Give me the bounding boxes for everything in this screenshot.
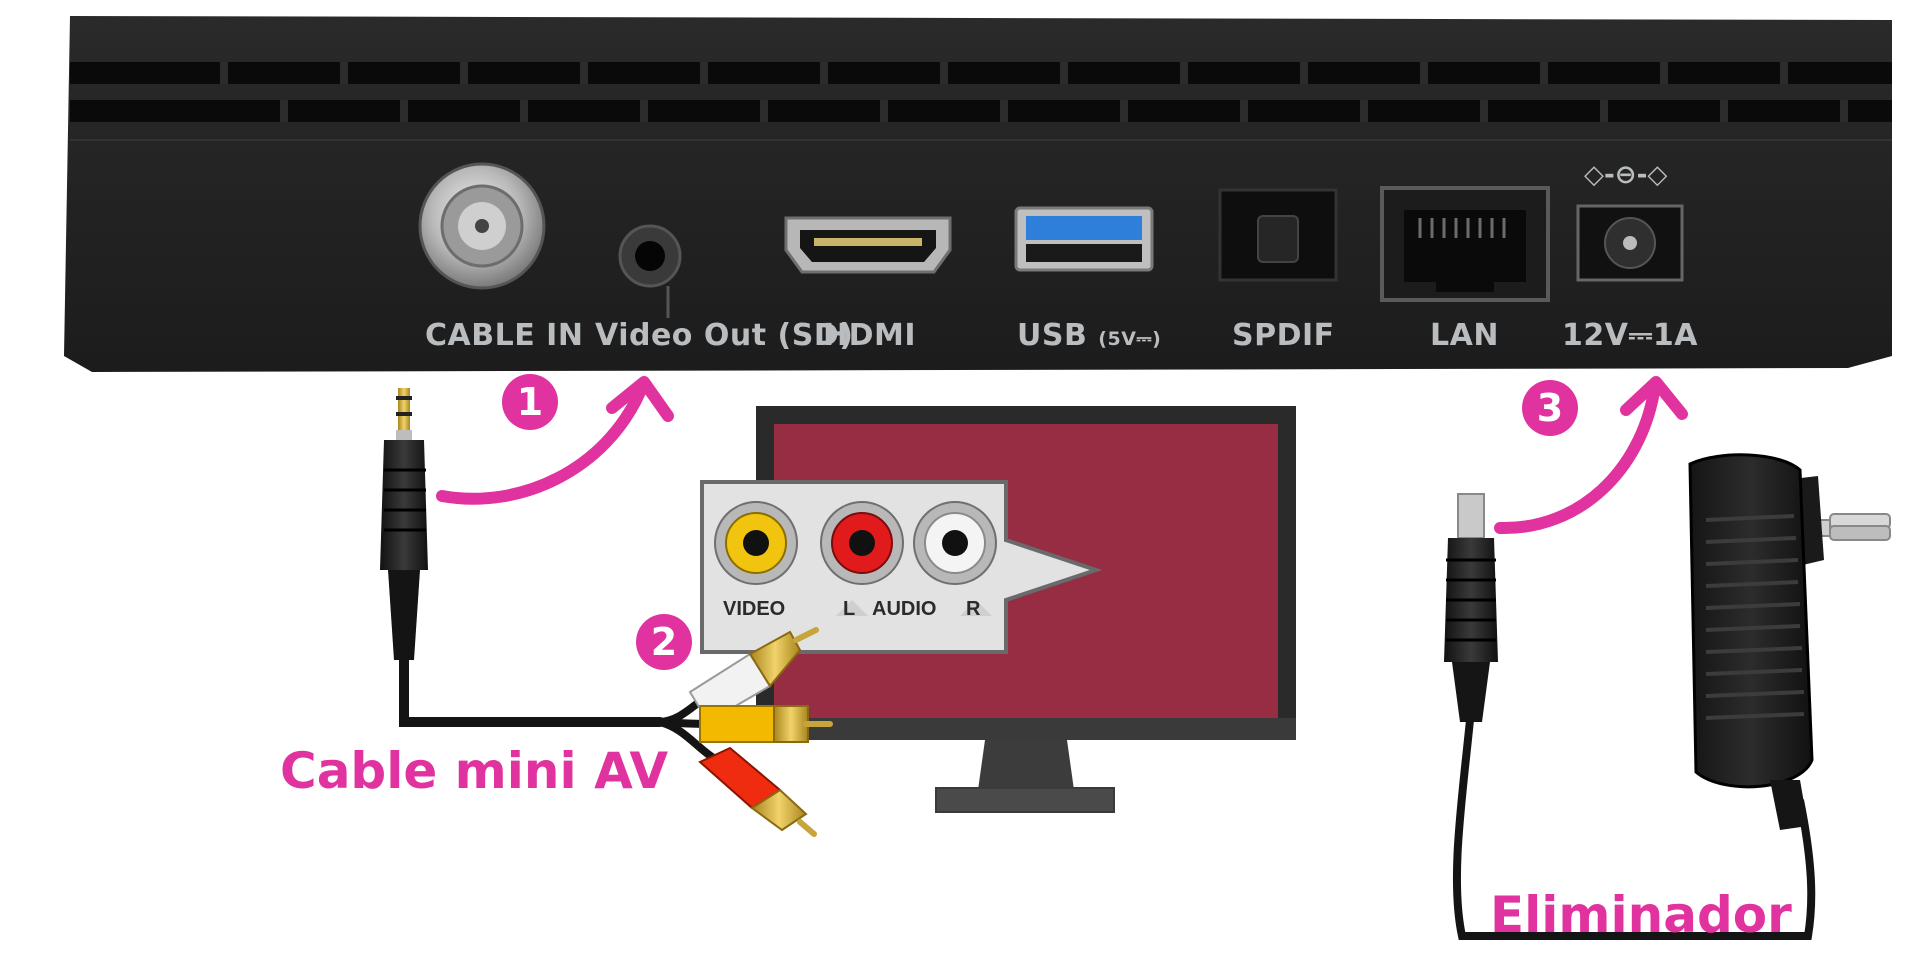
- port-label-usb: USB (5V⎓): [1017, 318, 1161, 353]
- lan-port: [1380, 186, 1550, 302]
- rca-plug-yellow: [699, 705, 833, 743]
- cable-in-port: [418, 162, 546, 290]
- jack-label-left: L: [843, 598, 856, 620]
- port-label-spdif: SPDIF: [1232, 318, 1335, 353]
- port-label-cable-in: CABLE IN: [425, 318, 584, 353]
- usb-port: [1014, 206, 1154, 272]
- power-port: [1576, 204, 1684, 282]
- caption-av-cable: Cable mini AV: [280, 742, 669, 800]
- jack-label-right: R: [966, 598, 981, 620]
- rca-plug-red: [698, 746, 817, 837]
- jack-label-audio: AUDIO: [872, 598, 937, 620]
- port-label-usb-rating: (5V⎓): [1098, 328, 1162, 350]
- hdmi-port: [784, 216, 952, 274]
- port-label-video-out: Video Out (SD): [595, 318, 854, 353]
- step-badge-3: 3: [1522, 380, 1578, 436]
- port-label-hdmi: HDMI: [823, 318, 917, 353]
- video-out-port: [618, 224, 682, 318]
- mini-av-cable: [380, 388, 833, 837]
- port-label-power: 12V⎓1A: [1562, 318, 1698, 353]
- tv-av-jack-panel: [700, 480, 1103, 654]
- step-badge-1: 1: [502, 374, 558, 430]
- power-adapter: [1688, 453, 1891, 830]
- dc-power-cable: [1444, 493, 1816, 940]
- polarity-symbol: ◇-⊖-◇: [1584, 160, 1668, 190]
- jack-label-video: VIDEO: [723, 598, 786, 620]
- step-badge-2: 2: [636, 614, 692, 670]
- spdif-port: [1218, 188, 1338, 282]
- port-label-lan: LAN: [1430, 318, 1499, 353]
- arrow-step-3: [1494, 376, 1688, 535]
- port-label-usb-text: USB: [1017, 318, 1088, 353]
- caption-adapter: Eliminador: [1490, 886, 1792, 944]
- arrow-step-1: [436, 376, 674, 505]
